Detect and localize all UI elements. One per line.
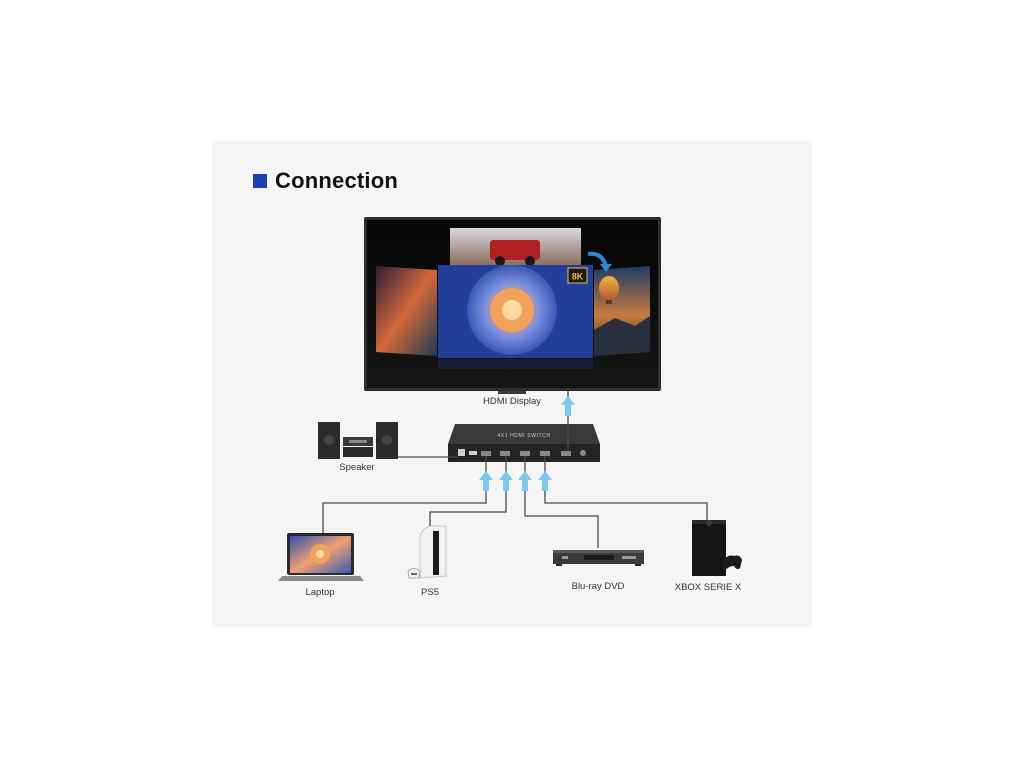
cables (322, 391, 708, 548)
hdmi-in-port-1 (481, 451, 491, 456)
hdmi-in-port-3 (520, 451, 530, 456)
hdmi-switch: 4X1 HDMI SWITCH (448, 424, 600, 462)
cable-bluray (524, 456, 599, 548)
cable-ps5 (429, 456, 507, 527)
signal-arrows (479, 396, 575, 491)
label-ps5: PS5 (421, 587, 439, 598)
audio-port (458, 449, 465, 456)
arrow-up-input4-icon (538, 471, 552, 491)
cable-xbox (544, 456, 708, 520)
hdmi-display-tv: 8K (364, 217, 661, 394)
hdmi-out-port (561, 451, 571, 456)
screen-panel-city (376, 266, 437, 356)
speaker-icon (318, 422, 398, 459)
label-xbox: XBOX SERIE X (674, 582, 742, 593)
8k-badge: 8K (572, 272, 584, 282)
section-heading: Connection (253, 168, 398, 194)
power-port (580, 450, 586, 456)
ps5-console-icon (407, 525, 447, 579)
hdmi-in-port-2 (500, 451, 510, 456)
page-title: Connection (275, 168, 398, 193)
usb-port (469, 451, 477, 455)
arrow-up-input1-icon (479, 471, 493, 491)
switch-name: 4X1 HDMI SWITCH (497, 433, 550, 439)
label-bluray: Blu-ray DVD (571, 581, 625, 592)
label-speaker: Speaker (339, 462, 375, 473)
label-hdmi-display: HDMI Display (482, 396, 542, 407)
bluray-player-icon (553, 550, 644, 566)
arrow-up-input3-icon (518, 471, 532, 491)
arrow-up-input2-icon (499, 471, 513, 491)
heading-square-icon (253, 174, 267, 188)
label-laptop: Laptop (305, 587, 335, 598)
hdmi-in-port-4 (540, 451, 550, 456)
laptop-icon (278, 533, 364, 581)
arrow-up-display-icon (561, 396, 575, 416)
xbox-console-icon (692, 520, 742, 576)
